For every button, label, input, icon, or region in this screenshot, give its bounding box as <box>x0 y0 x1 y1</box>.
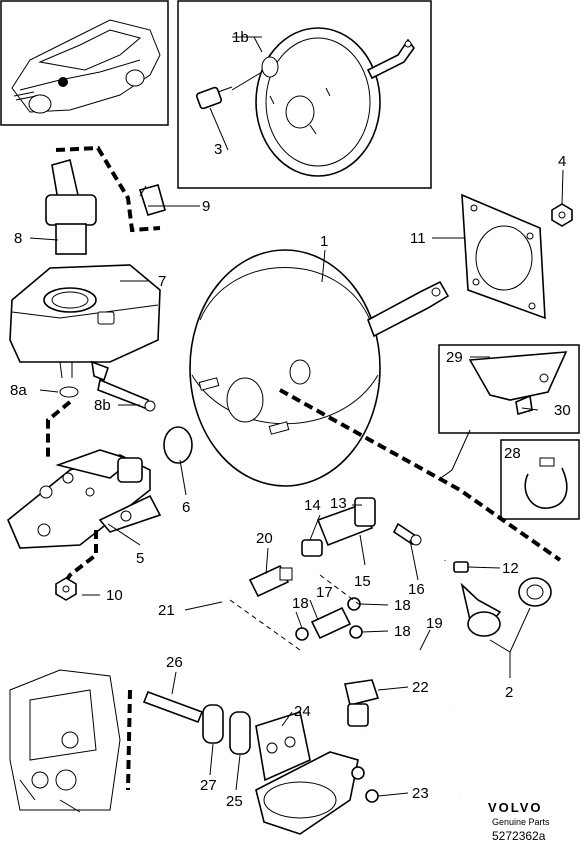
label-17: 17 <box>316 584 333 601</box>
bolt-8b <box>97 378 156 412</box>
clamp-12 <box>453 561 469 573</box>
pipe-26 <box>142 690 204 724</box>
label-26: 26 <box>166 654 183 671</box>
label-3: 3 <box>214 141 222 158</box>
label-2: 2 <box>505 684 513 701</box>
connector-22 <box>344 679 380 727</box>
label-6: 6 <box>182 499 190 516</box>
label-18c: 18 <box>394 623 411 640</box>
engine-sketch <box>9 669 121 813</box>
bracket-inset-frame <box>438 344 580 434</box>
seal-8a <box>59 386 79 398</box>
clip-9 <box>138 184 166 216</box>
tie-inset-frame <box>500 439 580 520</box>
main-brake-booster <box>189 249 450 487</box>
label-21: 21 <box>158 602 175 619</box>
valve-17 <box>310 606 352 640</box>
label-14: 14 <box>304 497 321 514</box>
clamp-18b <box>295 627 309 641</box>
clamp-23b <box>351 766 365 780</box>
label-8: 8 <box>14 230 22 247</box>
fluid-reservoir <box>9 264 161 382</box>
brand-name: VOLVO <box>488 800 543 815</box>
label-25: 25 <box>226 793 243 810</box>
label-20: 20 <box>256 530 273 547</box>
gasket-25 <box>229 711 251 755</box>
o-ring-6 <box>163 426 193 464</box>
label-27: 27 <box>200 777 217 794</box>
label-18b: 18 <box>292 595 309 612</box>
diagram-code: 5272362a <box>492 829 546 843</box>
label-1b: 1b <box>232 29 249 46</box>
detail-inset-frame <box>177 0 432 189</box>
label-1: 1 <box>320 233 328 250</box>
gasket-27 <box>202 704 224 744</box>
label-16: 16 <box>408 581 425 598</box>
label-15: 15 <box>354 573 371 590</box>
label-10: 10 <box>106 587 123 604</box>
label-13: 13 <box>330 495 347 512</box>
gasket-11 <box>461 193 546 320</box>
vacuum-pump-24 <box>255 710 359 835</box>
detail-booster <box>195 27 415 177</box>
label-11: 11 <box>410 230 426 247</box>
label-9: 9 <box>202 198 210 215</box>
vehicle-inset-frame <box>0 0 169 126</box>
label-5: 5 <box>136 550 144 567</box>
label-12: 12 <box>502 560 519 577</box>
reservoir-cap <box>45 145 161 255</box>
nut-10 <box>55 577 77 601</box>
cable-tie-28 <box>524 457 568 509</box>
label-28: 28 <box>504 445 521 462</box>
label-23: 23 <box>412 785 429 802</box>
car-sketch <box>11 19 161 114</box>
bracket-29 <box>468 351 568 416</box>
connector-dash-main <box>279 388 562 562</box>
label-8a: 8a <box>10 382 27 399</box>
label-30: 30 <box>554 402 571 419</box>
arrow-inset-lines <box>437 429 471 481</box>
connector-dash-8 <box>46 400 72 460</box>
label-29: 29 <box>446 349 463 366</box>
master-cylinder <box>7 449 162 549</box>
screw-16 <box>392 522 422 546</box>
clamp-23 <box>365 789 379 803</box>
elbow-2 <box>460 577 552 637</box>
label-19: 19 <box>426 615 443 632</box>
label-8b: 8b <box>94 397 111 414</box>
clamp-18c <box>349 625 363 639</box>
label-22: 22 <box>412 679 429 696</box>
brand-subtitle: Genuine Parts <box>492 817 550 827</box>
connector-dash-engine <box>126 689 132 791</box>
sensor-20 <box>248 564 293 598</box>
label-7: 7 <box>158 273 166 290</box>
label-24: 24 <box>294 703 311 720</box>
leader-lines <box>29 36 564 797</box>
label-4: 4 <box>558 153 566 170</box>
label-18a: 18 <box>394 597 411 614</box>
